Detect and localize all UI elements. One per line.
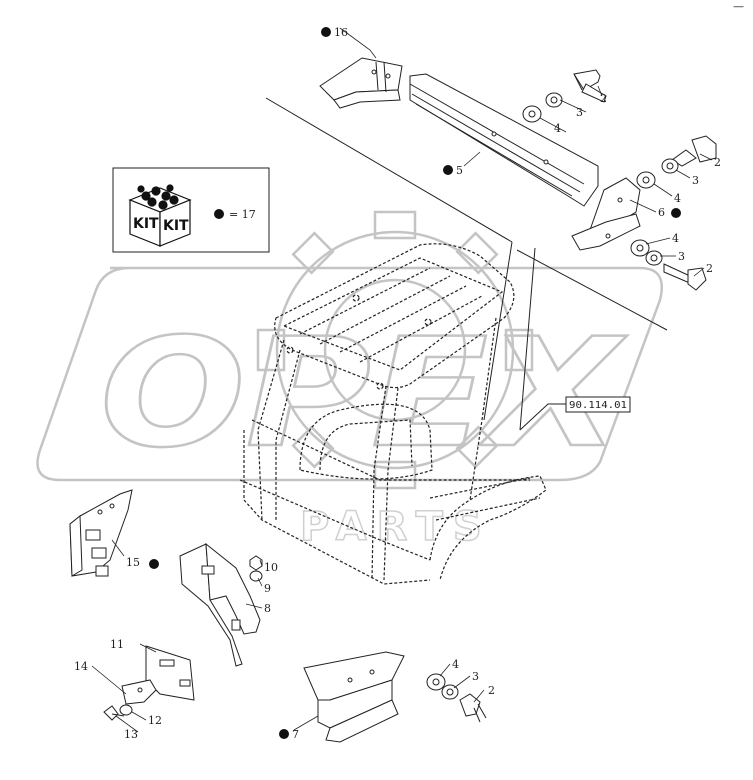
- leader-lines: [265, 97, 668, 431]
- callout-2b: 2: [714, 156, 721, 169]
- watermark-plate: [36, 266, 663, 482]
- callout-dot-icon: [149, 559, 159, 569]
- callout-14: 14: [74, 660, 88, 673]
- callout-2d: 2: [488, 684, 495, 697]
- part-16-bracket: [319, 57, 403, 109]
- callout-10: 10: [264, 561, 278, 574]
- callout-labels: 16 5 4 3 2 2 3 4 6 4 3 2 15 10 9 8 11 14…: [74, 26, 721, 741]
- callout-16: 16: [334, 26, 348, 39]
- fastener-set-right: [630, 239, 707, 291]
- kit-label-left: KIT: [133, 216, 159, 232]
- callout-15: 15: [126, 556, 140, 569]
- callout-11: 11: [110, 638, 124, 651]
- fastener-set-mid: [636, 135, 717, 189]
- callout-dot-icon: [321, 27, 331, 37]
- fastener-set-bottom-left: [103, 704, 133, 721]
- corner-mark: —: [733, 0, 744, 13]
- callout-leaders: [91, 27, 713, 733]
- kit-dot-icon: [214, 209, 224, 219]
- watermark: OPEX PARTS: [36, 210, 663, 551]
- callout-dot-icon: [671, 208, 681, 218]
- callout-3b: 3: [692, 174, 699, 187]
- kit-label-right: KIT: [163, 218, 189, 234]
- callout-3d: 3: [472, 670, 479, 683]
- callout-13: 13: [124, 728, 138, 741]
- callout-dot-icon: [443, 165, 453, 175]
- part-15-panel: [69, 489, 133, 577]
- callout-dot-icon: [279, 729, 289, 739]
- part-6-bracket: [571, 177, 641, 251]
- part-14-bracket: [121, 679, 157, 705]
- part-5-rail: [409, 73, 599, 207]
- reference-tag-text: 90.114.01: [569, 400, 627, 411]
- part-8-bracket: [179, 542, 261, 667]
- reference-tag: 90.114.01: [519, 396, 631, 431]
- bolt-icon: [459, 693, 487, 723]
- kit-legend-box: KIT KIT = 17: [112, 167, 270, 253]
- callout-4d: 4: [452, 658, 459, 671]
- bolt-icon: [103, 705, 125, 721]
- fastener-set-top: [522, 69, 607, 123]
- washer-icon: [249, 570, 263, 582]
- fastener-set-left: [249, 555, 263, 582]
- callout-4c: 4: [672, 232, 679, 245]
- callout-6: 6: [658, 206, 665, 219]
- kit-box-icon: [128, 184, 192, 247]
- nut-icon: [249, 555, 263, 571]
- callout-9: 9: [264, 582, 271, 595]
- callout-5: 5: [456, 164, 463, 177]
- part-7-guard: [303, 651, 405, 743]
- part-11-plate: [145, 645, 195, 701]
- callout-3c: 3: [678, 250, 685, 263]
- bolt-icon: [671, 135, 717, 167]
- watermark-gear-icon: [256, 210, 534, 490]
- callout-4a: 4: [554, 122, 561, 135]
- bolt-icon: [663, 263, 707, 291]
- watermark-brand: OPEX: [100, 307, 627, 481]
- callout-2a: 2: [600, 92, 607, 105]
- washer-icon: [119, 704, 133, 716]
- kit-legend-text: = 17: [229, 208, 256, 221]
- callout-8: 8: [264, 602, 271, 615]
- fastener-set-bottom: [426, 673, 487, 723]
- callout-7: 7: [292, 728, 299, 741]
- callout-2c: 2: [706, 262, 713, 275]
- cab-assembly: [239, 243, 547, 585]
- callout-12: 12: [148, 714, 162, 727]
- callout-4b: 4: [674, 192, 681, 205]
- callout-3a: 3: [576, 106, 583, 119]
- bolt-icon: [573, 69, 607, 103]
- watermark-subtext: PARTS: [300, 504, 492, 550]
